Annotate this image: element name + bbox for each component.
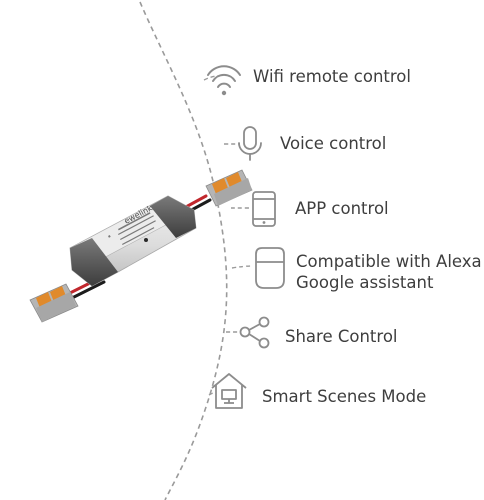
smart-home-icon — [211, 373, 247, 409]
feature-label-compatibility-line1: Compatible with Alexa — [296, 252, 482, 271]
smart-speaker-icon — [255, 247, 285, 289]
feature-label-compatibility-line2: Google assistant — [296, 273, 434, 292]
share-icon — [239, 316, 270, 349]
feature-label-compatibility: Compatible with Alexa Google assistant — [296, 251, 482, 293]
feature-connectors — [203, 75, 253, 396]
lever-connector-top — [205, 169, 253, 207]
feature-label-scenes: Smart Scenes Mode — [262, 387, 427, 406]
dashed-arc — [139, 1, 228, 500]
lever-connector-bottom — [29, 283, 79, 323]
feature-label-wifi: Wifi remote control — [253, 67, 411, 86]
feature-label-voice: Voice control — [280, 134, 387, 153]
smart-switch-device: ewelink — [69, 195, 197, 287]
microphone-icon — [238, 126, 262, 161]
status-led — [144, 238, 148, 242]
feature-label-app: APP control — [295, 199, 389, 218]
wifi-icon — [207, 65, 241, 96]
device-label — [107, 212, 156, 246]
smartphone-icon — [252, 191, 276, 227]
feature-label-share: Share Control — [285, 327, 398, 346]
